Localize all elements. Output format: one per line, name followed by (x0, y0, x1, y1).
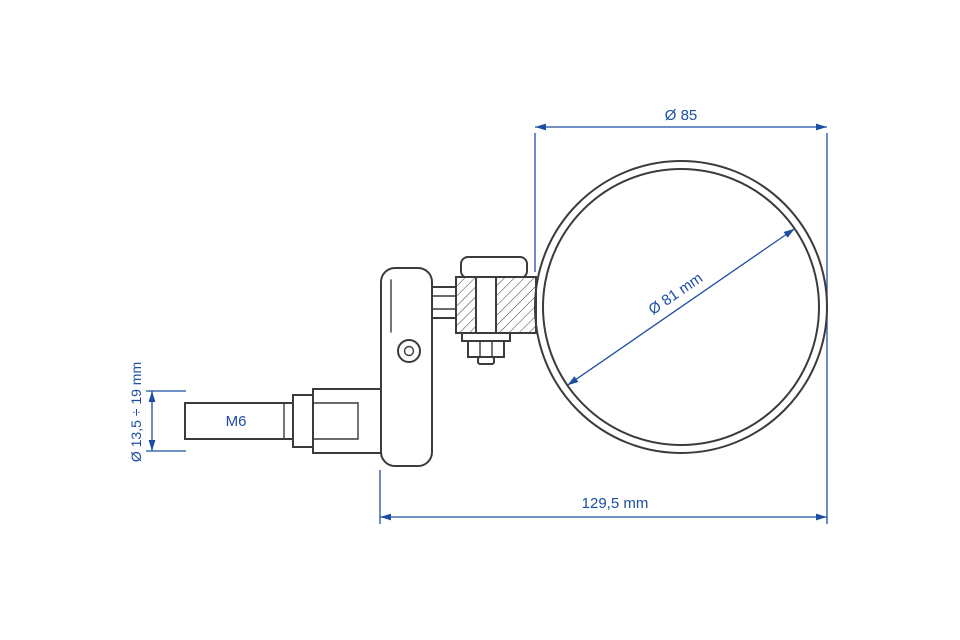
dimension-mirror-outer-diameter: Ø 85 (534, 107, 828, 524)
pivot-bolt-shaft (475, 276, 497, 334)
bracket-body (380, 267, 433, 467)
bolt-tip (477, 356, 495, 365)
pivot-hole-center (403, 345, 415, 357)
overall-length-label: 129,5 mm (582, 495, 649, 512)
pivot-bolt-head (460, 256, 528, 279)
dimension-arrow (148, 391, 156, 402)
dimension-mirror-glass-diameter: Ø 81 mm (566, 228, 796, 386)
thread-label: M6 (226, 413, 247, 430)
dimension-arrow (567, 376, 579, 386)
mirror-glass-edge (542, 168, 820, 446)
dimension-arrow (783, 228, 795, 238)
dimension-line (566, 228, 796, 386)
washer (461, 332, 511, 342)
clamp-range-label: Ø 13,5 ÷ 19 mm (128, 362, 144, 462)
dimension-arrow (535, 123, 546, 131)
bar-end-adapter: M6 (184, 388, 382, 454)
dimension-arrow (148, 440, 156, 451)
dimension-arrow (816, 123, 827, 131)
dimension-arrow (816, 513, 827, 521)
mirror-outer-rim (534, 160, 828, 454)
dimension-clamp-range: Ø 13,5 ÷ 19 mm (128, 362, 186, 462)
part-drawing: M6 (184, 160, 828, 467)
hex-nut (467, 340, 505, 358)
mirror-outer-diameter-label: Ø 85 (665, 107, 698, 124)
threaded-rod (184, 402, 294, 440)
expander-collar (292, 394, 314, 448)
mirror-head (534, 160, 828, 454)
expander-cylinder (312, 388, 382, 454)
clamp-hinge (455, 256, 537, 365)
mount-bracket (380, 267, 457, 467)
pivot-hole (397, 339, 421, 363)
dimension-arrow (380, 513, 391, 521)
dimension-overall-length: 129,5 mm (379, 470, 827, 524)
